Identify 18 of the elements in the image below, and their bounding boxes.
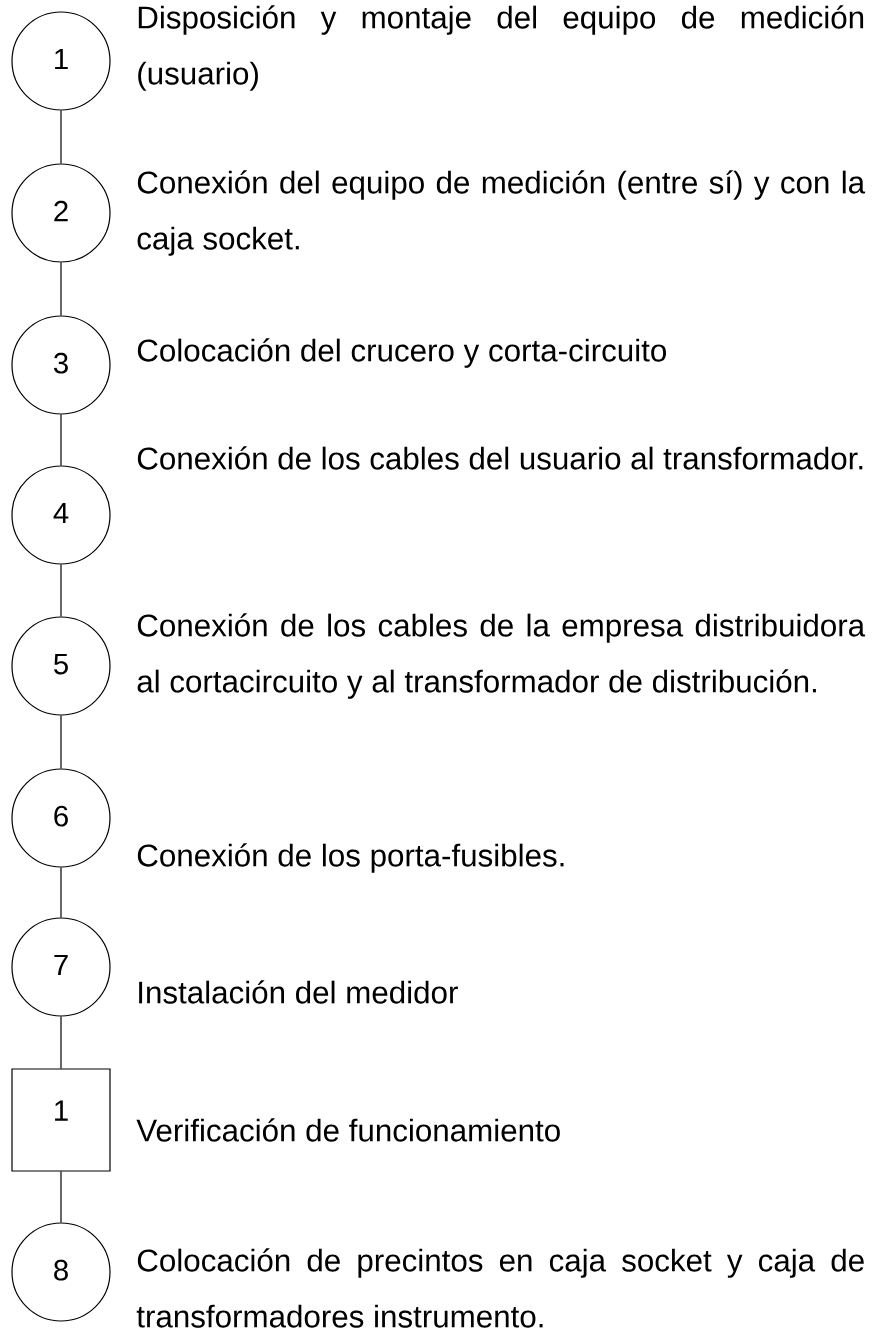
connector-line [60,414,62,466]
step-description: Colocación del crucero y corta-circuito [137,338,666,368]
step-description: Verificación de funcionamiento [136,1118,560,1142]
step-description: Instalación del medidor [139,980,458,1004]
connector-line [60,110,62,164]
step-description: Disposición y montaje del equipo de medición (usuario) [138,5,864,91]
step-description: Conexión de los porta-fusibles. [137,843,564,873]
step-description: Conexión de los cables de la empresa distribuidora al cortacircuito y al transformador de distribución. [137,613,866,699]
connector-line [60,867,62,918]
step-description: Conexión del equipo de medición (entre sí) y con la caja socket. [137,170,866,256]
connector-line [60,262,62,316]
connector-line [60,1016,62,1069]
connector-line [60,1171,62,1223]
step-description: Conexión de los cables del usuario al transformador. [137,446,863,470]
connector-line [60,715,62,769]
connector-line [60,564,62,617]
step-description: Colocación de precintos en caja socket y caja de transformadores instrumento. [136,1248,864,1328]
step-box: 1 [11,1068,111,1172]
